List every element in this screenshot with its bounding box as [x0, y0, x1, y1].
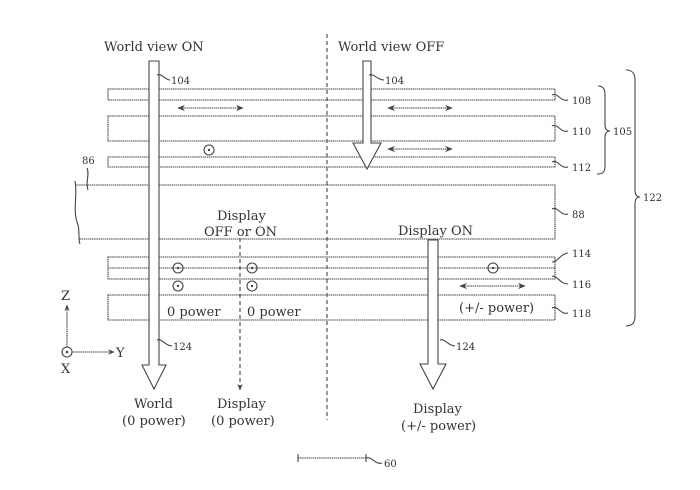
ref-124-left: 124 [173, 342, 192, 353]
ref-105: 105 [613, 127, 632, 138]
output-display-left-power: (0 power) [211, 414, 275, 429]
layer-118 [107, 294, 556, 321]
output-display-right-power: (+/- power) [401, 419, 476, 434]
zero-power-middle: 0 power [247, 305, 301, 320]
out-of-plane-icon [246, 280, 258, 292]
output-world-power: (0 power) [122, 414, 186, 429]
ref-108: 108 [572, 96, 591, 107]
brace-122 [625, 69, 641, 327]
x-axis-out-of-plane-icon [61, 346, 73, 358]
leader-60 [365, 457, 383, 464]
leader-88 [551, 207, 569, 215]
leader-116 [551, 275, 569, 285]
layer-88 [75, 184, 556, 240]
out-of-plane-icon [487, 262, 499, 274]
display-off-or-on-line2: OFF or ON [204, 225, 277, 240]
world-light-arrow [141, 60, 167, 391]
leader-112 [551, 160, 569, 168]
zero-power-left: 0 power [167, 305, 221, 320]
leader-110 [551, 124, 569, 132]
axis-label-y: Y [115, 346, 125, 361]
ref-86: 86 [82, 156, 95, 167]
layer-112 [107, 156, 556, 168]
ref-116: 116 [572, 280, 591, 291]
coordinate-axes: Z Y X [61, 289, 125, 377]
ref-112: 112 [572, 163, 591, 174]
ref-60: 60 [384, 459, 397, 470]
heading-world-view-off: World view OFF [338, 40, 444, 55]
leader-104-left [156, 74, 171, 81]
leader-86 [86, 167, 89, 191]
brace-105 [596, 85, 611, 175]
leader-104-right [368, 74, 385, 81]
ref-110: 110 [572, 127, 591, 138]
ref-114: 114 [572, 249, 591, 260]
ref-122: 122 [643, 193, 662, 204]
output-display-right-title: Display [413, 402, 462, 417]
waveguide-break-line [74, 180, 81, 245]
ref-118: 118 [572, 309, 591, 320]
output-world-title: World [134, 397, 173, 412]
display-on-label: Display ON [398, 224, 473, 239]
display-light-arrow-right [419, 239, 447, 391]
ref-88: 88 [572, 210, 585, 221]
layer-108 [107, 88, 556, 101]
out-of-plane-icon [172, 280, 184, 292]
axis-label-z: Z [61, 289, 70, 304]
ref-124-right: 124 [456, 342, 475, 353]
ref-104-right: 104 [385, 76, 404, 87]
leader-124-left [156, 339, 173, 347]
out-of-plane-icon [246, 262, 258, 274]
leader-124-right [439, 339, 456, 347]
leader-114 [551, 252, 569, 263]
leader-108 [551, 93, 569, 101]
out-of-plane-icon [172, 262, 184, 274]
heading-world-view-on: World view ON [104, 40, 204, 55]
ref-104-left: 104 [171, 76, 190, 87]
output-display-left-title: Display [217, 397, 266, 412]
leader-118 [551, 306, 569, 314]
out-of-plane-icon [203, 144, 215, 156]
display-off-or-on-line1: Display [217, 209, 266, 224]
layer-110 [107, 115, 556, 142]
plus-minus-power-label: (+/- power) [459, 301, 534, 316]
axis-label-x: X [61, 362, 71, 377]
